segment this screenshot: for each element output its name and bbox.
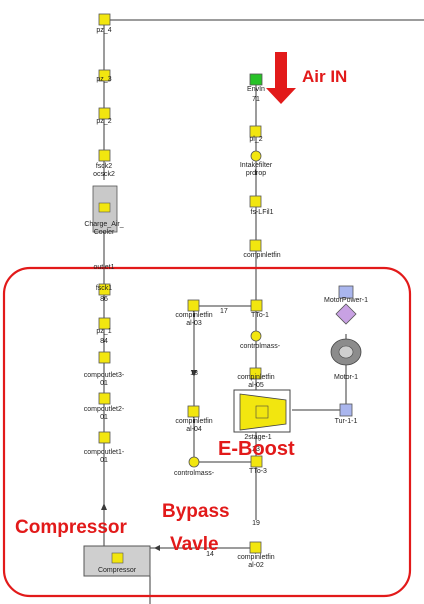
label-num-17: 17 xyxy=(220,308,228,315)
label-fsck1-num: 86 xyxy=(100,296,108,303)
label-stage: 2stage-1 xyxy=(244,434,272,441)
bypass-annotation-line2: Vavle xyxy=(170,534,219,555)
label-intake-filter: Intakefilter prdrop xyxy=(239,162,273,177)
label-outlet1: outlet1 xyxy=(93,264,115,271)
label-env-in: EnvIn xyxy=(247,86,265,93)
flow-arrows xyxy=(101,370,197,551)
cooler-inner-block xyxy=(98,202,111,213)
label-controlmass-top: controlmass- xyxy=(239,343,281,350)
label-num-18: 18 xyxy=(190,370,198,377)
label-compoutlet2: compoutlet2- 01 xyxy=(83,406,125,421)
label-compinletfin-al03: compinletfin al-03 xyxy=(175,312,213,327)
up-flow-arrow xyxy=(101,503,107,510)
label-fsck2: fsck2 ocsck2 xyxy=(93,163,115,178)
label-compoutlet3: compoutlet3- 01 xyxy=(83,372,125,387)
label-fs-lfil: fs-LFil1 xyxy=(250,209,274,216)
compinletfin-al05-block xyxy=(249,367,262,380)
tto3-block xyxy=(250,455,263,468)
label-fsck1: fsck1 xyxy=(95,285,113,292)
label-pz3: pz_3 xyxy=(96,76,112,83)
label-num-23: 23 xyxy=(252,446,260,453)
label-pz1: pz_1 xyxy=(96,328,112,335)
fsck1-block xyxy=(98,283,111,296)
label-pz2: pz_2 xyxy=(96,118,112,125)
compressor-icon xyxy=(111,552,124,564)
fs-lfil-block xyxy=(249,195,262,208)
label-pl2: pl_2 xyxy=(249,136,263,143)
compinletfin-al03-block xyxy=(187,299,200,312)
label-tto3: TTo-3 xyxy=(249,468,267,475)
label-controlmass-bottom: controlmass- xyxy=(173,470,215,477)
bypass-annotation-line1: Bypass xyxy=(162,501,230,522)
controlmass-top-block xyxy=(250,330,262,342)
air-in-annotation: Air IN xyxy=(302,67,348,86)
label-compinletfin-al04: compinletfin al-04 xyxy=(175,418,213,433)
label-compinletfin-al05: compinletfin al-05 xyxy=(237,374,275,389)
pz4-block xyxy=(98,13,111,26)
down-flow-arrow xyxy=(191,370,197,377)
motor-hub xyxy=(338,345,354,359)
label-num-14: 14 xyxy=(206,551,214,558)
label-motor: Motor-1 xyxy=(333,374,359,381)
compinletfin-al02-block xyxy=(249,541,262,554)
label-pz4: pz_4 xyxy=(96,27,112,34)
pz1-block xyxy=(98,317,111,330)
label-motor-power: MotorPower-1 xyxy=(324,297,368,304)
e-boost-region-outline xyxy=(2,266,412,598)
tto1-block xyxy=(250,299,263,312)
turbine-block xyxy=(339,403,353,417)
label-tto1: TTo-1 xyxy=(251,312,269,319)
pz3-block xyxy=(98,69,111,82)
intake-filter-block xyxy=(250,150,262,162)
motor-power-block xyxy=(338,285,354,299)
compoutlet2-block xyxy=(98,392,111,405)
label-compoutlet1: compoutlet1- 01 xyxy=(83,449,125,464)
compinletfin-top-block xyxy=(249,239,262,252)
stage-core xyxy=(255,405,269,419)
label-compinletfin-top: compinletfin xyxy=(243,252,281,259)
label-compressor-block: Compressor xyxy=(97,567,137,574)
e-boost-annotation: E-Boost xyxy=(218,438,295,460)
air-in-arrow xyxy=(266,52,296,104)
label-charge-air-cooler: Charge_Air_ Cooler xyxy=(84,221,124,236)
pl2-block xyxy=(249,125,262,138)
component-blocks xyxy=(83,13,362,577)
controlmass-bottom-block xyxy=(188,456,200,468)
left-flow-arrow xyxy=(154,545,160,551)
compinletfin-al04-block xyxy=(187,405,200,418)
pz2-block xyxy=(98,107,111,120)
fsck2-block xyxy=(98,149,111,162)
label-env-num: 71 xyxy=(252,96,260,103)
label-turbine: Tur-1-1 xyxy=(334,418,358,425)
compoutlet3-block xyxy=(98,351,111,364)
label-num-19: 19 xyxy=(252,520,260,527)
compressor-annotation: Compressor xyxy=(15,517,127,538)
charge-air-cooler-block xyxy=(92,185,118,233)
env-in-block xyxy=(249,73,263,86)
motor-controller-block xyxy=(335,303,357,325)
label-pz1-num: 84 xyxy=(100,338,108,345)
label-compinletfin-al02: compinletfin al-02 xyxy=(237,554,275,569)
compoutlet1-block xyxy=(98,431,111,444)
